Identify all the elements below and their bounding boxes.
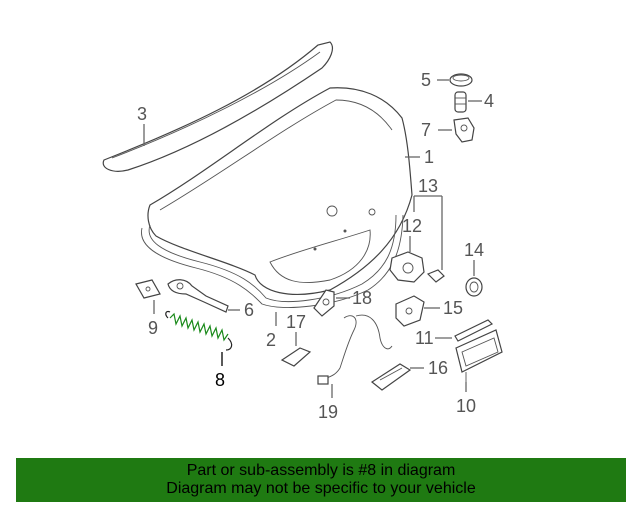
part-6-hinge[interactable] xyxy=(167,279,229,313)
callout-15[interactable]: 15 xyxy=(443,298,463,318)
part-14-grommet[interactable] xyxy=(465,277,483,297)
callout-4[interactable]: 4 xyxy=(484,91,494,111)
part-2-seal[interactable] xyxy=(141,214,404,308)
callout-14[interactable]: 14 xyxy=(464,240,484,260)
callout-6[interactable]: 6 xyxy=(244,300,254,320)
footer-banner: Part or sub-assembly is #8 in diagram Di… xyxy=(16,458,626,502)
part-12-lock-cylinder[interactable] xyxy=(389,251,445,283)
callout-18[interactable]: 18 xyxy=(352,288,372,308)
callout-2[interactable]: 2 xyxy=(266,330,276,350)
part-16-handle[interactable] xyxy=(370,363,412,391)
callout-1[interactable]: 1 xyxy=(424,147,434,167)
footer-line-2: Diagram may not be specific to your vehi… xyxy=(166,480,476,497)
part-11-strip[interactable] xyxy=(454,319,494,342)
callout-11[interactable]: 11 xyxy=(415,328,434,348)
callout-5[interactable]: 5 xyxy=(421,70,431,90)
callout-10[interactable]: 10 xyxy=(456,396,476,416)
part-4-bump-stop[interactable] xyxy=(454,91,467,113)
callout-16[interactable]: 16 xyxy=(428,358,448,378)
part-3-spoiler[interactable] xyxy=(102,41,334,172)
callout-19[interactable]: 19 xyxy=(318,402,338,422)
part-7-bracket[interactable] xyxy=(453,117,475,143)
part-10-license-bracket[interactable] xyxy=(455,329,503,382)
callout-17[interactable]: 17 xyxy=(286,312,306,332)
callout-12[interactable]: 12 xyxy=(402,216,422,236)
callout-8[interactable]: 8 xyxy=(215,370,225,390)
part-9-bracket[interactable] xyxy=(135,279,161,299)
part-15-latch[interactable] xyxy=(395,295,425,327)
part-5-cap[interactable] xyxy=(449,73,473,87)
part-1-trunk-lid[interactable] xyxy=(147,87,413,295)
footer-line-1: Part or sub-assembly is #8 in diagram xyxy=(186,462,456,479)
callout-7[interactable]: 7 xyxy=(421,120,431,140)
part-17-lamp[interactable] xyxy=(280,347,312,367)
part-8-spring[interactable] xyxy=(165,310,233,351)
part-18-bracket[interactable] xyxy=(313,289,335,317)
callout-13[interactable]: 13 xyxy=(418,176,438,196)
callout-9[interactable]: 9 xyxy=(148,318,158,338)
part-19-wiring-harness[interactable] xyxy=(317,314,393,385)
callout-3[interactable]: 3 xyxy=(137,104,147,124)
